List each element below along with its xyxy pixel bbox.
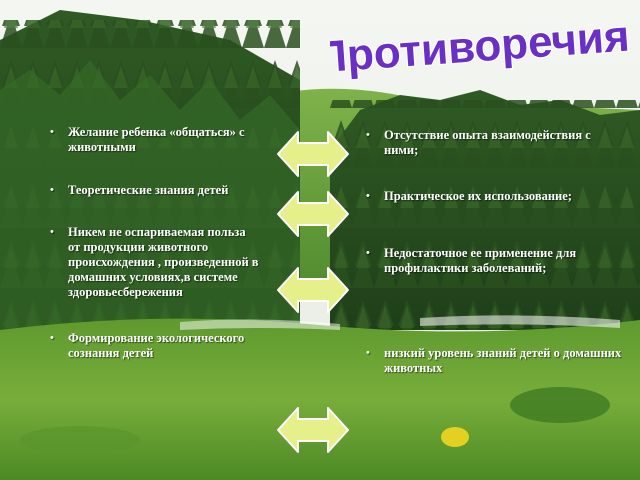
right-item-practice: • Практическое их использование; — [366, 189, 626, 204]
left-item-ecology: • Формирование экологического сознания д… — [50, 331, 260, 361]
right-item-text: Недостаточное ее применение для профилак… — [384, 246, 577, 275]
bullet: • — [50, 184, 54, 196]
left-item-theory: • Теоретические знания детей — [50, 183, 260, 198]
bullet: • — [50, 126, 54, 138]
slide-title: Противоречия: — [330, 9, 630, 83]
right-item-text: Отсутствие опыта взаимодействия с ними; — [384, 128, 591, 157]
double-headed-arrow-icon — [277, 267, 349, 313]
bullet: • — [366, 247, 370, 259]
title-text: Противоречия: — [330, 11, 630, 83]
bullet: • — [366, 190, 370, 202]
double-headed-arrow-icon — [277, 191, 349, 237]
left-item-text: Никем не оспариваемая польза от продукци… — [68, 225, 259, 299]
right-item-text: Практическое их использование; — [384, 189, 572, 203]
right-item-text: низкий уровень знаний детей о домашних ж… — [384, 346, 622, 375]
bullet: • — [366, 347, 370, 359]
right-item-prevention: • Недостаточное ее применение для профил… — [366, 246, 626, 276]
right-item-knowledge: • низкий уровень знаний детей о домашних… — [366, 346, 626, 376]
double-headed-arrow-icon — [277, 407, 349, 453]
right-item-experience: • Отсутствие опыта взаимодействия с ними… — [366, 128, 626, 158]
left-item-wish: • Желание ребенка «общаться» с животными — [50, 125, 260, 155]
bullet: • — [50, 332, 54, 344]
bullet: • — [50, 226, 54, 238]
left-item-text: Желание ребенка «общаться» с животными — [68, 125, 245, 154]
bullet: • — [366, 129, 370, 141]
left-item-text: Теоретические знания детей — [68, 183, 229, 197]
double-headed-arrow-icon — [277, 131, 349, 177]
left-item-text: Формирование экологического сознания дет… — [68, 331, 245, 360]
left-item-benefit: • Никем не оспариваемая польза от продук… — [50, 225, 260, 300]
